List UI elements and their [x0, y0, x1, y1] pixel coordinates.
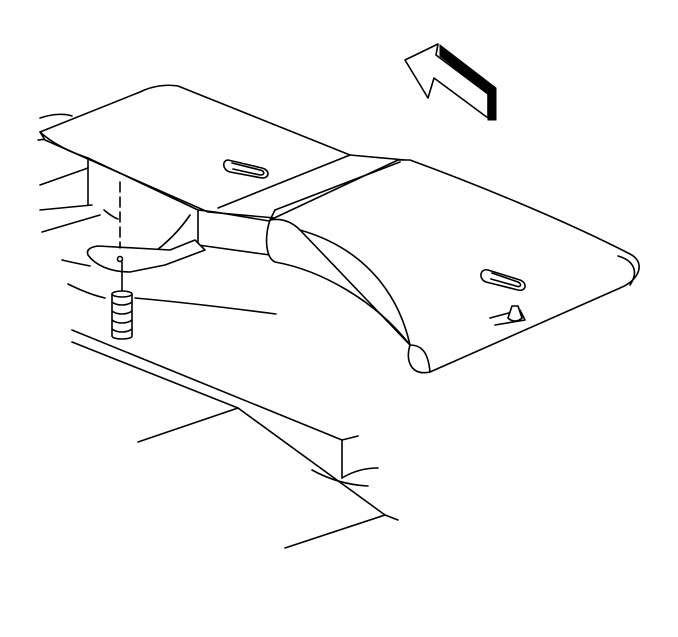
duct-panel: [39, 84, 406, 256]
fastener-slot-icon: [480, 269, 526, 292]
direction-arrow-icon: [404, 43, 497, 121]
stud-bolt: [111, 261, 133, 340]
front-duct-panel: [265, 159, 640, 374]
body-floor-lines: [37, 113, 277, 315]
fastener-tab: [507, 305, 523, 322]
fastener-slot-icon: [222, 159, 269, 179]
frame-rail: [71, 329, 399, 549]
mounting-bracket: [86, 181, 206, 273]
